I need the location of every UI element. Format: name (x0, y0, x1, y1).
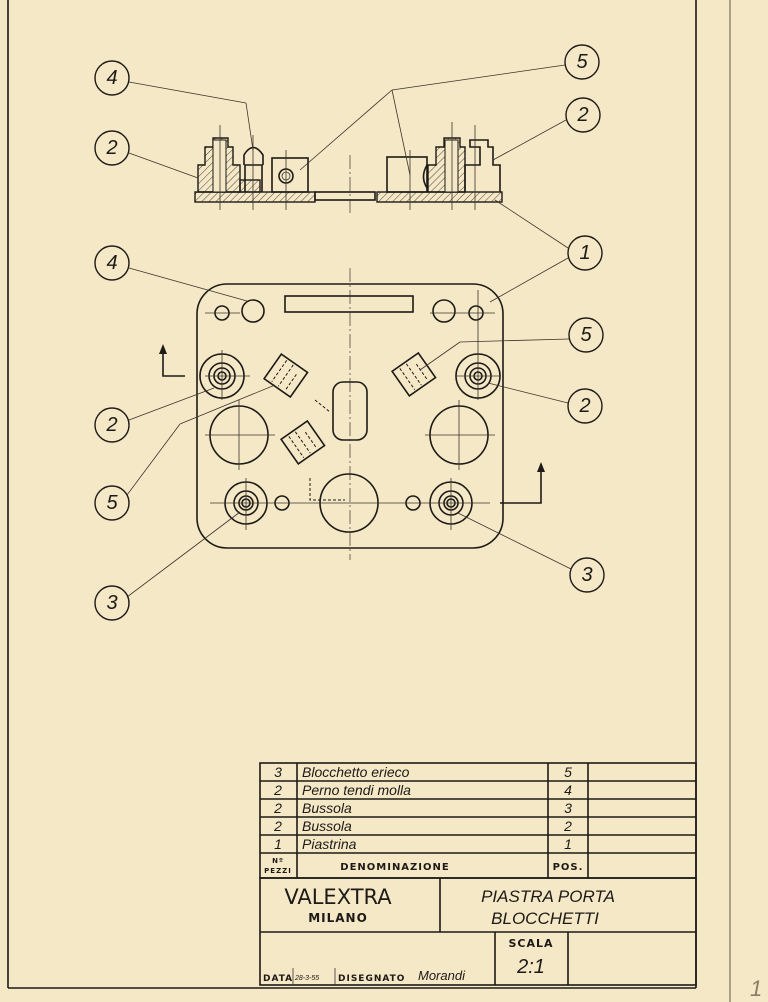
balloon-plan-2-right: 2 (567, 388, 603, 424)
balloon-section-5: 5 (564, 44, 600, 80)
balloon-plan-2-left: 2 (94, 407, 130, 443)
svg-text:2: 2 (576, 104, 588, 126)
svg-text:Bussola: Bussola (302, 818, 352, 834)
date-value: 28-3-55 (294, 975, 319, 982)
parts-row: 2 Bussola 3 (273, 800, 572, 816)
company-name: VALEXTRA (284, 885, 392, 909)
svg-text:5: 5 (580, 324, 592, 346)
date-label: DATA (263, 974, 293, 984)
drawn-by-label: DISEGNATO (338, 974, 405, 984)
parts-list-table: 3 Blocchetto erieco 5 2 Perno tendi moll… (259, 762, 697, 879)
header-pos: POS. (553, 862, 584, 873)
sheet-frame (7, 0, 731, 1002)
title-block: VALEXTRA MILANO PIASTRA PORTA BLOCCHETTI… (259, 877, 697, 986)
svg-text:Blocchetto erieco: Blocchetto erieco (302, 764, 410, 780)
svg-text:5: 5 (106, 492, 118, 514)
parts-row: 1 Piastrina 1 (274, 836, 572, 852)
svg-text:1: 1 (274, 836, 282, 852)
balloon-section-2-right: 2 (565, 97, 601, 133)
header-name: DENOMINAZIONE (340, 862, 449, 873)
balloon-plan-5-right: 5 (568, 317, 604, 353)
parts-row: 3 Blocchetto erieco 5 (274, 764, 572, 780)
balloon-plan-4: 4 (94, 245, 130, 281)
svg-text:3: 3 (581, 564, 592, 586)
sheet-number: 1 (750, 976, 762, 1001)
svg-text:5: 5 (564, 764, 572, 780)
svg-text:5: 5 (576, 51, 588, 73)
svg-text:2: 2 (273, 800, 282, 816)
balloon-section-1: 1 (567, 235, 603, 271)
parts-row: 2 Bussola 2 (273, 818, 572, 834)
svg-text:4: 4 (106, 252, 117, 274)
drawn-by-signature: Morandi (418, 968, 466, 983)
header-qty: Nº (272, 857, 284, 865)
plan-view (126, 257, 572, 598)
svg-text:1: 1 (579, 242, 590, 264)
balloon-plan-3-right: 3 (569, 557, 605, 593)
svg-text:2: 2 (273, 818, 282, 834)
header-qty-2: PEZZI (264, 867, 292, 875)
svg-text:Perno tendi molla: Perno tendi molla (302, 782, 411, 798)
svg-text:4: 4 (564, 782, 572, 798)
parts-row: 2 Perno tendi molla 4 (273, 782, 572, 798)
balloon-plan-5-left: 5 (94, 485, 130, 521)
svg-text:2: 2 (105, 414, 117, 436)
svg-text:Bussola: Bussola (302, 800, 352, 816)
svg-text:2: 2 (578, 395, 590, 417)
section-view (128, 64, 569, 249)
svg-text:3: 3 (106, 592, 117, 614)
balloon-section-2-left: 2 (94, 130, 130, 166)
svg-text:3: 3 (274, 764, 282, 780)
balloon-plan-3-left: 3 (94, 585, 130, 621)
balloon-section-4: 4 (94, 60, 130, 96)
svg-text:3: 3 (564, 800, 572, 816)
svg-text:4: 4 (106, 67, 117, 89)
company-city: MILANO (308, 911, 368, 925)
scale-value: 2:1 (516, 956, 545, 978)
drawing-title-line2: BLOCCHETTI (491, 909, 599, 928)
svg-text:2: 2 (563, 818, 572, 834)
svg-text:1: 1 (564, 836, 572, 852)
drawing-title-line1: PIASTRA PORTA (481, 887, 615, 906)
svg-text:Piastrina: Piastrina (302, 836, 357, 852)
scale-label: SCALA (508, 937, 553, 950)
svg-text:2: 2 (105, 137, 117, 159)
svg-text:2: 2 (273, 782, 282, 798)
